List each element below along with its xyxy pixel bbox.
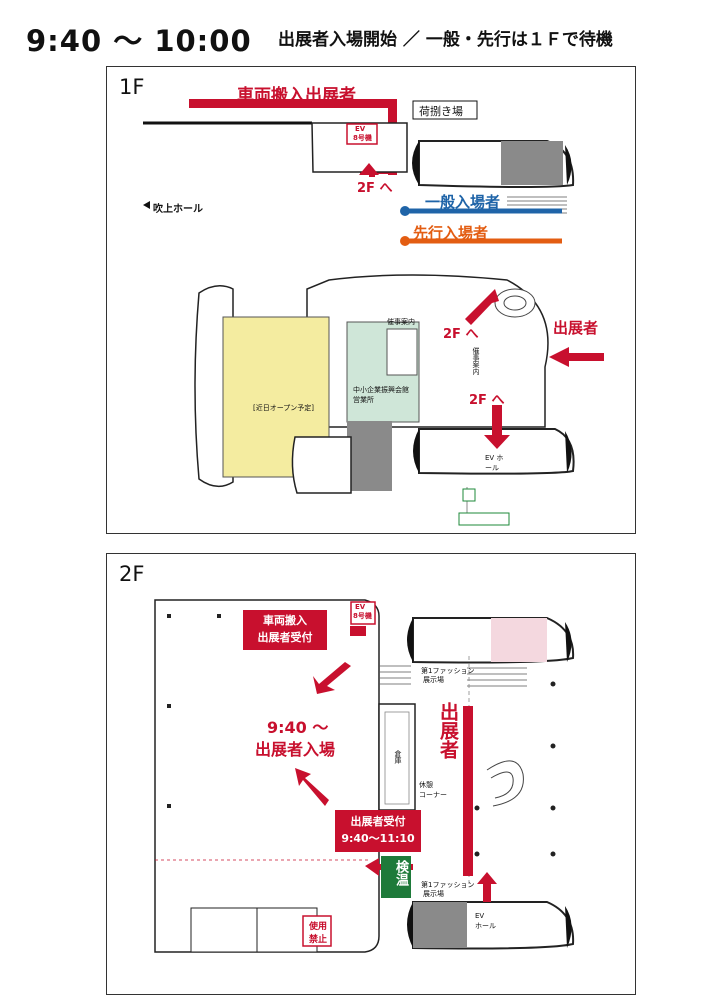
exhibitor-vertical-label: 出展者 bbox=[437, 702, 459, 759]
time-range-title: 9:40 ～ 10:00 bbox=[26, 24, 252, 58]
sales-office-label: 営業所 bbox=[353, 396, 374, 404]
fashion-hall-top-line-1: 第1ファッション bbox=[421, 667, 475, 675]
priority-entry-label: 先行入場者 bbox=[413, 224, 489, 242]
sme-hall-label: 中小企業振興会館 bbox=[353, 386, 409, 394]
reception-label: 出展者受付 bbox=[350, 815, 406, 828]
floor-1-label: 1F bbox=[119, 75, 145, 99]
vehicle-reception-line-1: 車両搬入 bbox=[263, 614, 307, 627]
floor-1-map: 1F 車両搬入出展者 荷捌き場 EV 8号機 2F へ 一般入場者 先行入場者 … bbox=[106, 66, 636, 534]
floor-2-label: 2F bbox=[119, 562, 145, 586]
general-entry-label: 一般入場者 bbox=[425, 193, 501, 211]
event-info-label-a: 催事案内 bbox=[387, 318, 415, 326]
floor-1-drawing bbox=[143, 99, 604, 526]
unloading-area-label: 荷捌き場 bbox=[419, 105, 463, 118]
entry-time-label: 9:40 ～ bbox=[267, 718, 329, 737]
opening-soon-label: [近日オープン予定] bbox=[253, 404, 315, 412]
fashion-hall-bottom-line-2: 展示場 bbox=[423, 890, 444, 898]
to-2f-label-a: 2F へ bbox=[357, 181, 393, 196]
no-use-line-1: 使用 bbox=[308, 922, 327, 932]
reception-time-label: 9:40～11:10 bbox=[341, 832, 415, 845]
atrium-hall-label: 吹上ホール bbox=[153, 204, 203, 215]
ev-hall-2f-line-1: EV bbox=[475, 912, 485, 920]
ev-hall-2f-line-2: ホール bbox=[475, 922, 496, 930]
exhibitor-reception-box: 出展者受付 9:40～11:10 bbox=[335, 813, 421, 847]
no-use-box: 使用 禁止 bbox=[307, 919, 329, 945]
floor-2-drawing bbox=[154, 599, 575, 953]
page-subtitle: 出展者入場開始 ／ 一般・先行は１Ｆで待機 bbox=[278, 30, 613, 50]
ev-hall-label: EV ホール bbox=[485, 454, 504, 472]
ev-label-2f: EV bbox=[355, 603, 366, 611]
rest-corner-line-1: 休憩 bbox=[419, 781, 433, 789]
exhibitor-entry-label: 出展者入場 bbox=[255, 740, 336, 759]
to-2f-label-c: 2F へ bbox=[469, 393, 505, 408]
no-use-line-2: 禁止 bbox=[308, 935, 327, 945]
ev-number-2f: 8号機 bbox=[353, 612, 372, 620]
event-info-label-b: 催事案内 bbox=[472, 347, 480, 375]
exhibitors-label: 出展者 bbox=[553, 319, 599, 337]
floor-2-map: 2F EV 8号機 車両搬入 出展者受付 第1ファッション 展示場 9:40 ～… bbox=[106, 553, 636, 995]
storage-label: 倉庫 bbox=[394, 750, 402, 764]
to-2f-label-b: 2F へ bbox=[443, 327, 479, 342]
vehicle-reception-line-2: 出展者受付 bbox=[257, 631, 313, 644]
fashion-hall-bottom-line-1: 第1ファッション bbox=[421, 881, 475, 889]
fashion-hall-top-line-2: 展示場 bbox=[423, 676, 444, 684]
rest-corner-line-2: コーナー bbox=[419, 791, 447, 799]
ev-label: EV bbox=[355, 125, 366, 133]
temperature-check-label: 検温 bbox=[393, 860, 408, 886]
vehicle-reception-box: 車両搬入 出展者受付 bbox=[243, 612, 327, 646]
vehicle-exhibitors-label: 車両搬入出展者 bbox=[237, 86, 356, 106]
ev-number: 8号機 bbox=[353, 134, 372, 142]
